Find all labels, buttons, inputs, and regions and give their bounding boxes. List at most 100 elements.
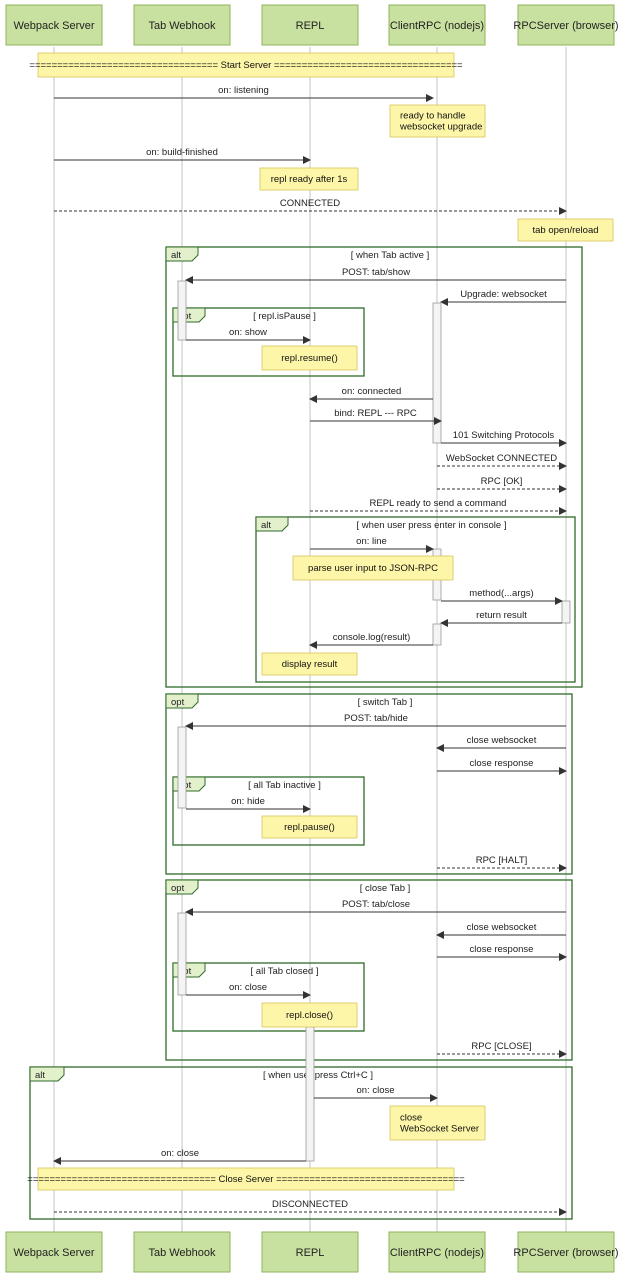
lifelines bbox=[53, 47, 567, 1233]
message-m16: console.log(result) bbox=[309, 632, 433, 649]
message-m3: CONNECTED bbox=[54, 198, 567, 215]
message-label: POST: tab/hide bbox=[344, 713, 408, 724]
message-label: on: connected bbox=[342, 386, 402, 397]
frame-condition: [ close Tab ] bbox=[360, 883, 411, 894]
message-label: POST: tab/close bbox=[342, 899, 410, 910]
actor-webpack-top: Webpack Server bbox=[5, 4, 103, 46]
frame-opt-f4: opt[ switch Tab ] bbox=[165, 693, 573, 875]
message-m1: on: listening bbox=[54, 85, 434, 102]
note-n7: display result bbox=[261, 652, 358, 676]
activation-bar bbox=[177, 280, 187, 341]
actor-label: Tab Webhook bbox=[148, 20, 216, 32]
message-m24: close response bbox=[437, 944, 567, 961]
message-label: POST: tab/show bbox=[342, 267, 410, 278]
actor-webhook-bottom: Tab Webhook bbox=[133, 1231, 231, 1273]
message-label: on: show bbox=[229, 327, 267, 338]
message-label: RPC [CLOSE] bbox=[471, 1041, 531, 1052]
frame-condition: [ when user press enter in console ] bbox=[357, 520, 507, 531]
message-label: close response bbox=[470, 758, 534, 769]
note-n3: repl ready after 1s bbox=[259, 167, 359, 191]
activation-bar bbox=[432, 302, 442, 444]
actor-webpack-bottom: Webpack Server bbox=[5, 1231, 103, 1273]
message-label: REPL ready to send a command bbox=[370, 498, 507, 509]
message-label: on: close bbox=[161, 1148, 199, 1159]
message-label: on: close bbox=[229, 982, 267, 993]
message-label: close response bbox=[470, 944, 534, 955]
message-label: RPC [OK] bbox=[481, 476, 523, 487]
actor-label: RPCServer (browser) bbox=[513, 1247, 618, 1259]
frame-alt-f1: alt[ when Tab active ] bbox=[165, 246, 583, 688]
actor-server-top: RPCServer (browser) bbox=[513, 4, 619, 46]
note-n9: repl.close() bbox=[261, 1002, 358, 1028]
note-text: close bbox=[400, 1113, 422, 1124]
messages: on: listening on: build-finishedCONNECTED… bbox=[53, 85, 567, 1216]
message-m19: close response bbox=[437, 758, 567, 775]
message-m9: 101 Switching Protocols bbox=[441, 430, 567, 447]
note-text: repl.resume() bbox=[281, 353, 338, 364]
note-text: ================================== Close… bbox=[27, 1174, 465, 1185]
actor-label: Webpack Server bbox=[13, 20, 94, 32]
message-label: bind: REPL --- RPC bbox=[334, 408, 417, 419]
frame-alt-f3: alt [ when user press enter in console ] bbox=[255, 516, 576, 683]
note-text: websocket upgrade bbox=[399, 122, 482, 133]
message-m10: WebSocket CONNECTED bbox=[437, 453, 567, 470]
message-m23: close websocket bbox=[436, 922, 566, 939]
actor-server-bottom: RPCServer (browser) bbox=[513, 1231, 619, 1273]
message-label: WebSocket CONNECTED bbox=[446, 453, 557, 464]
activation-bar bbox=[305, 1026, 315, 1162]
message-label: console.log(result) bbox=[333, 632, 411, 643]
actor-label: ClientRPC (nodejs) bbox=[390, 20, 484, 32]
note-text: repl ready after 1s bbox=[271, 174, 348, 185]
message-m27: on: close bbox=[314, 1085, 438, 1102]
notes: ================================== Start… bbox=[27, 52, 614, 1191]
activation-bar bbox=[177, 912, 187, 996]
note-n1: ================================== Start… bbox=[29, 52, 463, 78]
message-m26: RPC [CLOSE] bbox=[437, 1041, 567, 1058]
message-label: CONNECTED bbox=[280, 198, 340, 209]
message-m4: POST: tab/show bbox=[185, 267, 566, 284]
message-m29: DISCONNECTED bbox=[54, 1199, 567, 1216]
note-text: ================================== Start… bbox=[29, 60, 463, 71]
actor-label: REPL bbox=[296, 20, 325, 32]
message-m7: on: connected bbox=[309, 386, 433, 403]
actor-label: RPCServer (browser) bbox=[513, 20, 618, 32]
message-label: 101 Switching Protocols bbox=[453, 430, 555, 441]
message-m13: on: line bbox=[310, 536, 434, 553]
message-label: Upgrade: websocket bbox=[460, 289, 547, 300]
note-n6: parse user input to JSON-RPC bbox=[292, 555, 454, 581]
activation-bar bbox=[177, 726, 187, 809]
frame-tag: alt bbox=[261, 520, 271, 531]
frame-condition: [ all Tab inactive ] bbox=[248, 780, 321, 791]
message-m15: return result bbox=[440, 610, 562, 627]
message-label: on: line bbox=[356, 536, 387, 547]
actor-webhook-top: Tab Webhook bbox=[133, 4, 231, 46]
note-n5: repl.resume() bbox=[261, 345, 358, 371]
message-label: RPC [HALT] bbox=[476, 855, 528, 866]
frame-opt-f6: opt[ close Tab ] bbox=[165, 879, 573, 1061]
message-m20: on: hide bbox=[186, 796, 311, 813]
frame-alt-f8: alt[ when user press Ctrl+C ] bbox=[29, 1066, 573, 1220]
actor-client-top: ClientRPC (nodejs) bbox=[388, 4, 486, 46]
message-label: close websocket bbox=[467, 735, 537, 746]
message-label: on: build-finished bbox=[146, 147, 218, 158]
note-n8: repl.pause() bbox=[261, 815, 358, 839]
actor-label: Webpack Server bbox=[13, 1247, 94, 1259]
note-text: parse user input to JSON-RPC bbox=[308, 563, 438, 574]
frame-condition: [ all Tab closed ] bbox=[251, 966, 319, 977]
activation-bar bbox=[432, 623, 442, 646]
message-label: on: close bbox=[356, 1085, 394, 1096]
frame-condition: [ switch Tab ] bbox=[358, 697, 413, 708]
actor-client-bottom: ClientRPC (nodejs) bbox=[388, 1231, 486, 1273]
activation-bar bbox=[561, 600, 571, 624]
message-m2: on: build-finished bbox=[54, 147, 311, 164]
note-n4: tab open/reload bbox=[517, 218, 614, 242]
frames: alt[ when Tab active ]opt[ repl.isPause … bbox=[29, 246, 583, 1220]
note-text: WebSocket Server bbox=[400, 1124, 479, 1135]
note-text: repl.pause() bbox=[284, 822, 335, 833]
note-text: tab open/reload bbox=[532, 225, 598, 236]
actor-repl-top: REPL bbox=[261, 4, 359, 46]
note-text: ready to handle bbox=[400, 111, 466, 122]
